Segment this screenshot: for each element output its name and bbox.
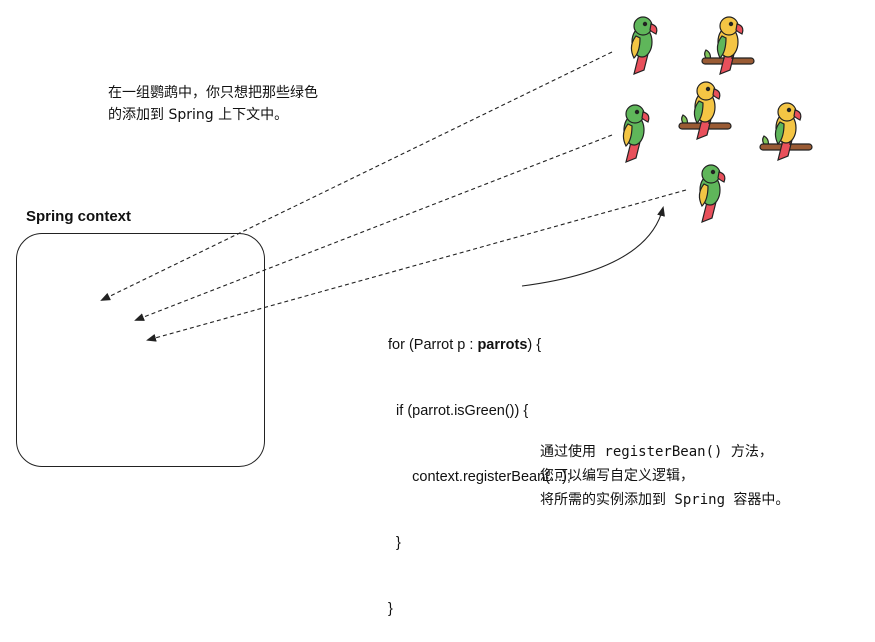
top-annotation-line-1: 在一组鹦鹉中，你只想把那些绿色	[108, 85, 318, 101]
parrot-green-icon	[698, 164, 726, 223]
spring-context-title: Spring context	[26, 208, 132, 225]
code-for-start: for (Parrot p :	[388, 337, 478, 353]
code-line-1: for (Parrot p : parrots) {	[388, 334, 571, 356]
parrot-yellow-icon	[678, 81, 732, 140]
bottom-annotation: 通过使用 registerBean() 方法， 您可以编写自定义逻辑， 将所需的…	[540, 440, 789, 512]
code-line-2: if (parrot.isGreen()) {	[388, 403, 529, 419]
bottom-annotation-line-3: 将所需的实例添加到 Spring 容器中。	[540, 492, 790, 508]
parrot-yellow-icon	[759, 102, 813, 161]
arrows-layer	[100, 51, 687, 342]
parrot-green-icon	[630, 16, 658, 75]
parrot-green-icon	[622, 104, 650, 163]
top-annotation: 在一组鹦鹉中，你只想把那些绿色 的添加到 Spring 上下文中。	[108, 82, 318, 126]
code-snippet: for (Parrot p : parrots) { if (parrot.is…	[388, 290, 571, 642]
code-line-4: }	[388, 535, 401, 551]
parrot-yellow-icon	[701, 16, 755, 75]
code-for-end: ) {	[527, 337, 542, 353]
parrots-layer	[622, 16, 813, 223]
code-line-3: context.registerBean(...);	[388, 469, 571, 485]
arrow-parrot-3	[146, 189, 687, 342]
bottom-annotation-line-2: 您可以编写自定义逻辑，	[540, 468, 694, 484]
code-line-5: }	[388, 601, 393, 617]
top-annotation-line-2: 的添加到 Spring 上下文中。	[108, 107, 289, 123]
bottom-annotation-line-1: 通过使用 registerBean() 方法，	[540, 444, 773, 460]
arrow-parrot-2	[134, 134, 613, 321]
code-to-parrot-curve	[521, 206, 665, 287]
code-parrots-keyword: parrots	[477, 337, 528, 353]
spring-context-box	[16, 233, 265, 467]
arrow-parrot-1	[100, 51, 613, 301]
